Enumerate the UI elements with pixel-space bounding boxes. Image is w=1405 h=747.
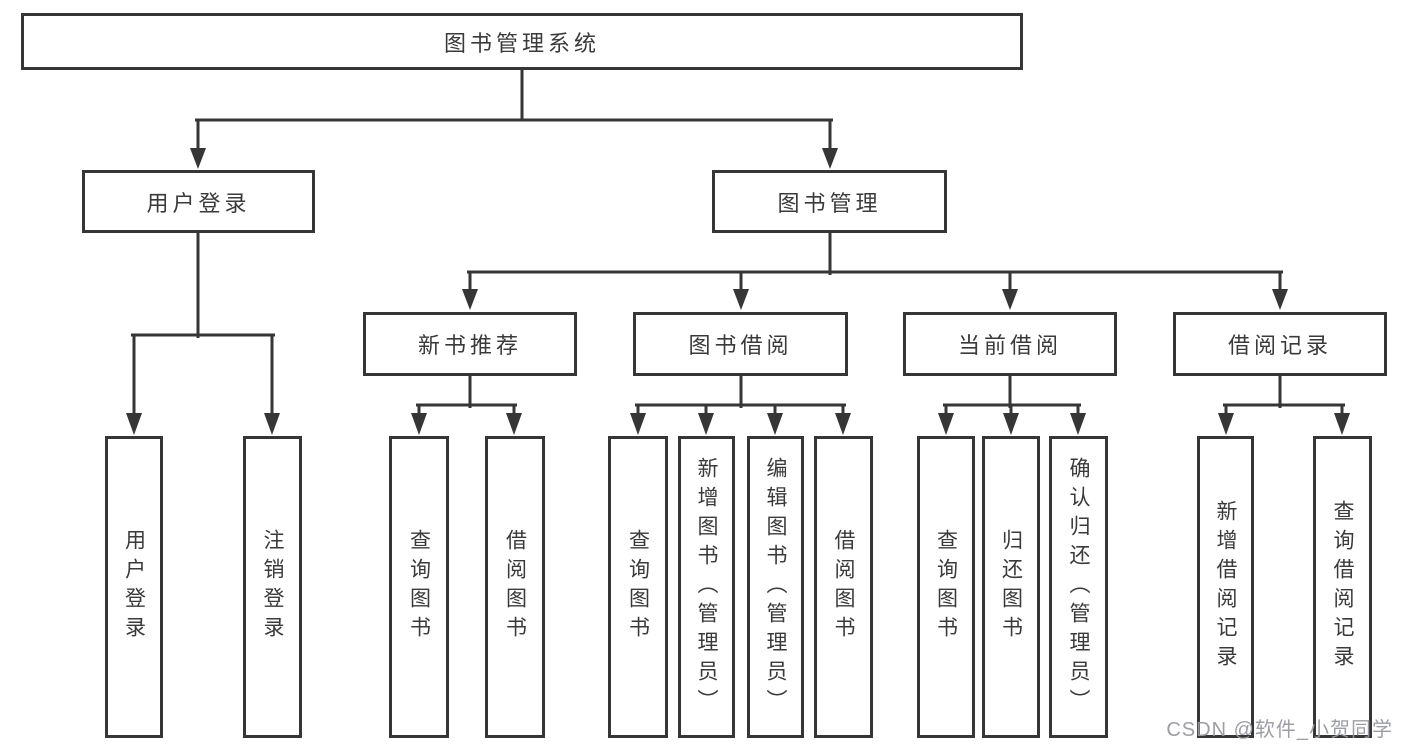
arrow-down-icon <box>1334 413 1350 435</box>
arrow-down-icon <box>698 413 714 435</box>
connector-current-to-leaves <box>943 374 1081 417</box>
arrow-down-icon <box>822 148 838 169</box>
arrow-down-icon <box>1272 289 1288 310</box>
arrowheads <box>126 148 1350 435</box>
leaf-recommend-query-books: 查询图书 <box>389 436 449 738</box>
leaf-logout: 注销登录 <box>243 436 302 738</box>
node-book-borrowing: 图书借阅 <box>633 312 848 376</box>
arrow-down-icon <box>1070 413 1086 435</box>
leaf-current-confirm-return-admin: 确认归还（管理员） <box>1049 436 1108 738</box>
leaf-current-return-book: 归还图书 <box>982 436 1040 738</box>
arrow-down-icon <box>462 289 478 310</box>
connector-management-to-level3 <box>467 231 1283 293</box>
leaf-records-add-record: 新增借阅记录 <box>1197 436 1254 738</box>
arrow-down-icon <box>835 413 851 435</box>
node-book-management: 图书管理 <box>712 170 947 233</box>
arrow-down-icon <box>264 413 280 435</box>
node-current-borrowing: 当前借阅 <box>903 312 1117 376</box>
leaf-borrowing-query-books: 查询图书 <box>608 436 668 738</box>
leaf-borrowing-add-book-admin: 新增图书（管理员） <box>678 436 735 738</box>
leaf-borrowing-edit-book-admin: 编辑图书（管理员） <box>747 436 804 738</box>
arrow-down-icon <box>630 413 646 435</box>
arrow-down-icon <box>411 413 427 435</box>
arrow-down-icon <box>1218 413 1234 435</box>
connector-borrowing-to-leaves <box>635 374 846 417</box>
node-new-book-recommendation: 新书推荐 <box>363 312 577 376</box>
connector-recommend-to-leaves <box>416 374 517 417</box>
csdn-watermark: CSDN @软件_小贺同学 <box>1166 719 1393 741</box>
arrow-down-icon <box>938 413 954 435</box>
arrow-down-icon <box>767 413 783 435</box>
leaf-borrowing-borrow-books: 借阅图书 <box>814 436 873 738</box>
arrow-down-icon <box>190 148 206 169</box>
arrow-down-icon <box>1003 413 1019 435</box>
connector-root-to-level2 <box>195 68 833 152</box>
node-user-login: 用户登录 <box>82 170 315 233</box>
leaf-current-query-books: 查询图书 <box>917 436 975 738</box>
connector-records-to-leaves <box>1223 374 1345 417</box>
leaf-records-query-record: 查询借阅记录 <box>1313 436 1372 738</box>
arrow-down-icon <box>1002 289 1018 310</box>
arrow-down-icon <box>506 413 522 435</box>
node-library-management-system: 图书管理系统 <box>21 13 1023 70</box>
arrow-down-icon <box>733 289 749 310</box>
leaf-recommend-borrow-books: 借阅图书 <box>485 436 545 738</box>
connector-login-to-leaves <box>131 231 275 416</box>
node-borrowing-records: 借阅记录 <box>1173 312 1387 376</box>
leaf-user-login: 用户登录 <box>105 436 163 738</box>
arrow-down-icon <box>126 413 142 435</box>
